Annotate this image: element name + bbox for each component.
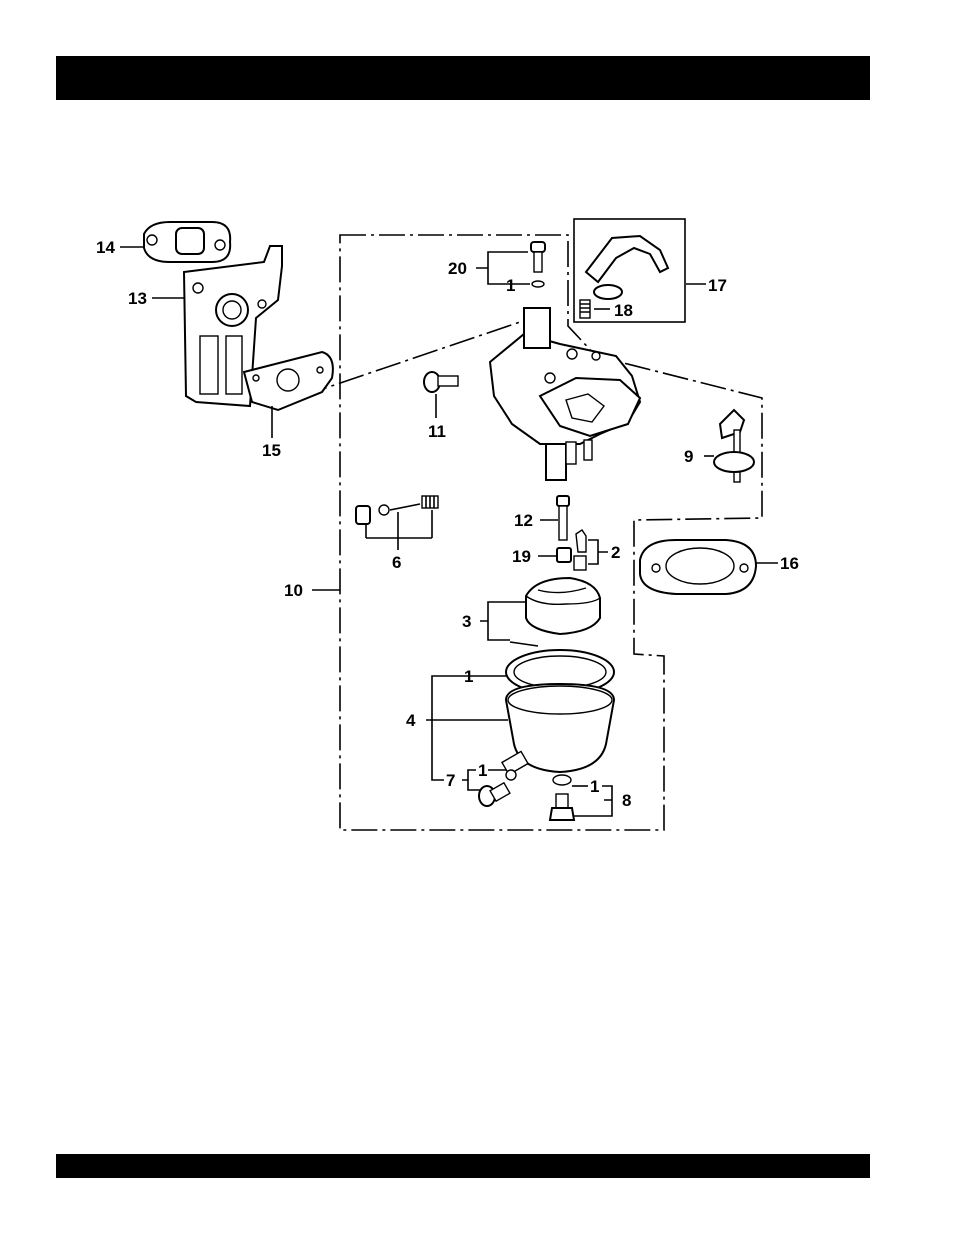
callout-20: 20 [448,259,467,278]
callout-1-top: 1 [506,276,515,295]
part-20-screw [531,242,545,272]
callout-2: 2 [611,543,620,562]
callout-1-bolt: 1 [590,777,599,796]
callout-14: 14 [96,238,115,257]
part-17-choke-lever [586,236,668,299]
part-8-bowl-bolt [550,775,574,820]
part-11-screw [424,372,458,392]
part-2-needle-valve [574,530,586,570]
callout-10: 10 [284,581,303,600]
part-9-float-valve [714,410,754,482]
callout-17: 17 [708,276,727,295]
part-15-gasket [244,352,333,410]
callout-6: 6 [392,553,401,572]
part-4-float-bowl [502,684,614,775]
callout-8: 8 [622,791,631,810]
part-19-jet [557,548,571,562]
callout-18: 18 [614,301,633,320]
callout-9: 9 [684,447,693,466]
callout-7: 7 [446,771,455,790]
part-12-main-nozzle [557,496,569,540]
callout-19: 19 [512,547,531,566]
part-1-washer-top [532,281,544,287]
callout-12: 12 [514,511,533,530]
part-18-spring [580,300,590,318]
callout-1-bowl: 1 [464,667,473,686]
callout-1-drain: 1 [478,761,487,780]
gasket-connection-line [302,322,520,396]
part-6-pilot-screw-set [356,496,438,524]
footer-band [56,1154,870,1178]
callout-16: 16 [780,554,799,573]
part-14-gasket [144,222,230,262]
callout-4: 4 [406,711,416,730]
part-16-gasket [640,540,756,594]
callout-3: 3 [462,612,471,631]
callout-11: 11 [428,422,446,441]
carburetor-body [490,308,640,480]
callout-15: 15 [262,441,281,460]
part-3-float [510,578,600,646]
callout-13: 13 [128,289,147,308]
